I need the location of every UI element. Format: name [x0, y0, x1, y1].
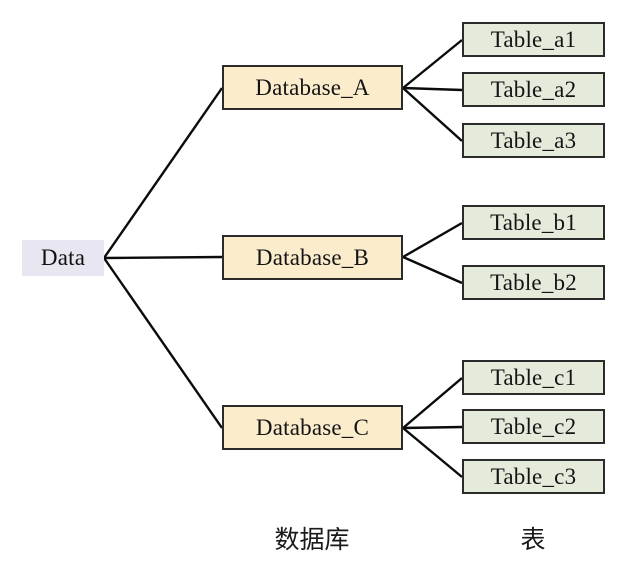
edge-dba-a2: [402, 86, 463, 92]
table-node-tbl-b2-label: Table_b2: [490, 269, 577, 295]
database-node-db-c-label: Database_C: [255, 414, 370, 440]
table-node-tbl-b1[interactable]: Table_b1: [462, 205, 605, 240]
table-node-tbl-c1-label: Table_c1: [490, 364, 577, 390]
edge-dbc-c2: [402, 425, 463, 430]
database-node-db-b[interactable]: Database_B: [222, 235, 403, 280]
database-node-db-a[interactable]: Database_A: [222, 65, 403, 110]
database-node-db-a-label: Database_A: [255, 74, 370, 100]
edge-dbc-c3: [402, 427, 463, 478]
table-node-tbl-c2[interactable]: Table_c2: [462, 409, 605, 444]
edge-dbc-c1: [402, 377, 463, 429]
table-node-tbl-a3-label: Table_a3: [490, 127, 577, 153]
table-node-tbl-c2-label: Table_c2: [490, 413, 577, 439]
table-node-tbl-b2[interactable]: Table_b2: [462, 265, 605, 300]
table-node-tbl-c3-label: Table_c3: [490, 463, 577, 489]
edge-group: [103, 39, 463, 478]
edge-data-dba: [103, 87, 223, 259]
table-node-tbl-b1-label: Table_b1: [490, 209, 577, 235]
table-node-tbl-c1[interactable]: Table_c1: [462, 360, 605, 395]
database-node-db-c[interactable]: Database_C: [222, 405, 403, 450]
table-node-tbl-a2-label: Table_a2: [490, 76, 577, 102]
col-label-table: 表: [520, 525, 546, 554]
table-node-tbl-a3[interactable]: Table_a3: [462, 123, 605, 158]
table-node-tbl-a2[interactable]: Table_a2: [462, 72, 605, 107]
table-node-tbl-a1-label: Table_a1: [490, 26, 577, 52]
table-node-tbl-c3[interactable]: Table_c3: [462, 459, 605, 494]
root-node-data-label: Data: [40, 245, 86, 270]
table-node-tbl-a1[interactable]: Table_a1: [462, 22, 605, 57]
edge-dba-a3: [402, 87, 463, 142]
edge-dbb-b2: [402, 255, 463, 285]
root-node-data[interactable]: Data: [22, 240, 104, 276]
edge-dba-a1: [402, 39, 463, 89]
edge-dbb-b1: [402, 221, 463, 259]
edge-data-dbb: [103, 255, 223, 260]
edge-data-dbc: [103, 257, 223, 429]
database-node-db-b-label: Database_B: [255, 244, 370, 270]
col-label-database: 数据库: [274, 525, 350, 554]
